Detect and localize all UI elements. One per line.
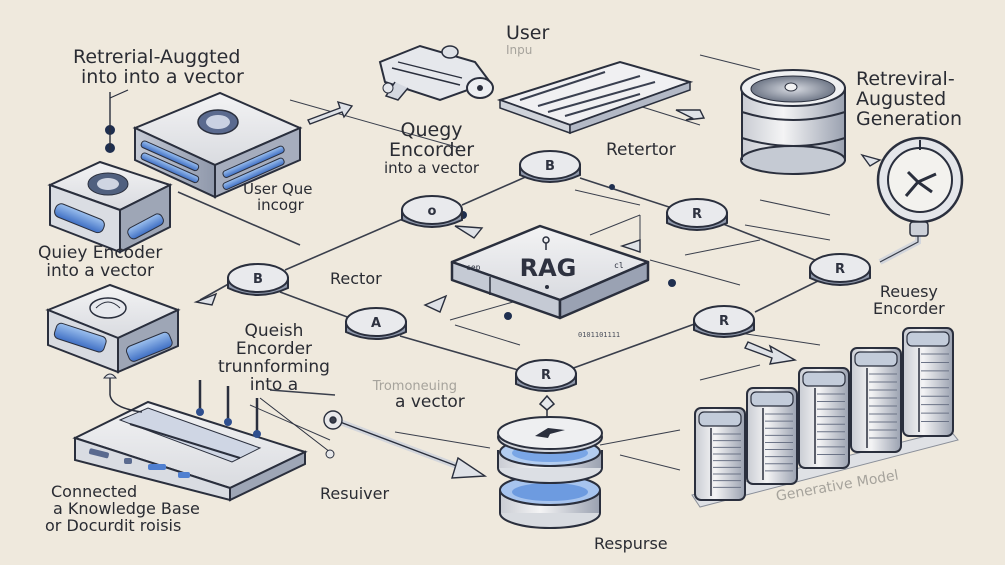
binary-strip: 0101101111 xyxy=(578,331,620,339)
label-reuesy-encoder: Reuesy Encorder xyxy=(873,282,945,318)
label-user-query-encoder: User Que incogr xyxy=(243,180,313,214)
edge-input-rag xyxy=(289,99,461,149)
node-lower-left: A xyxy=(345,307,407,340)
node-bottom: R xyxy=(515,359,577,392)
label-response: Respurse xyxy=(594,534,668,553)
node-upper-left: o xyxy=(401,195,463,228)
node-letter: A xyxy=(371,316,381,331)
connector-lines xyxy=(177,54,921,471)
magnifier xyxy=(876,136,964,237)
edge-encoder-node-left xyxy=(199,281,233,301)
query-encoder-server xyxy=(132,91,303,199)
user-query-cube xyxy=(47,160,173,254)
edge-node-left-upper-left xyxy=(284,217,406,271)
edge-cube-node-top xyxy=(177,191,301,246)
arrow-left-icon xyxy=(675,109,706,121)
node-letter: B xyxy=(545,159,555,174)
edge-top-right-upper xyxy=(579,177,673,209)
label-retertor: Retertor xyxy=(606,140,676,160)
node-right: R xyxy=(809,253,871,286)
label-knowledge-base: Connected a Knowledge Base or Docurdit r… xyxy=(45,482,200,535)
label-rector: Rector xyxy=(330,269,382,288)
node-left: B xyxy=(227,263,289,296)
label-retrieval-augmented-generation: Retreviral- Augusted Generation xyxy=(856,68,962,130)
rag-label: RAG xyxy=(520,254,577,282)
edge-upper-left-top xyxy=(461,174,531,206)
node-letter: o xyxy=(428,204,437,219)
arrow-down-right-icon xyxy=(744,341,798,365)
edge-lower-right-right xyxy=(754,279,821,313)
node-letter: R xyxy=(835,262,845,277)
edge-lower-left-bottom xyxy=(399,335,526,373)
encoder-cube xyxy=(45,283,181,374)
arrow-left-small-icon xyxy=(193,292,218,306)
vector-store xyxy=(497,394,603,529)
edge-device-retriever xyxy=(269,389,336,396)
arrow-head-resuiver-icon xyxy=(451,456,488,479)
arrow-left-icon-2 xyxy=(619,239,641,253)
server-tower xyxy=(902,327,954,437)
edge-bottom-lower-right xyxy=(567,321,701,371)
arrow-magnifier-icon xyxy=(860,153,882,167)
node-lower-right: R xyxy=(693,305,755,338)
node-right-upper: R xyxy=(666,198,728,231)
label-query-encoder-top: Quegy Encorder into a vector xyxy=(384,119,480,177)
arrow-right-icon xyxy=(307,100,354,125)
server-tower xyxy=(746,387,798,485)
edge-right-upper-right xyxy=(717,221,821,263)
input-device xyxy=(378,44,494,102)
node-letter: R xyxy=(719,314,729,329)
label-transforming-vector: Tromoneuing a vector xyxy=(372,379,465,412)
arrow-up-left-icon xyxy=(423,294,448,313)
retriever-database xyxy=(740,69,846,175)
edge-left-lower-left xyxy=(279,291,351,319)
label-query-encoder-left: Quiey Encoder into a vector xyxy=(38,243,163,281)
input-document xyxy=(496,60,694,135)
label-user-input: User Inpu xyxy=(506,22,550,57)
knowledge-base-device xyxy=(72,373,335,502)
node-letter: B xyxy=(253,272,263,287)
node-letter: R xyxy=(692,207,702,222)
label-resuiver: Resuiver xyxy=(320,484,390,503)
svg-text:cep: cep xyxy=(466,263,481,272)
compass-needle-icon xyxy=(904,170,937,197)
node-letter: R xyxy=(541,368,551,383)
label-queish-encoder: Queish Encorder trunnforming into a xyxy=(218,321,330,395)
server-tower xyxy=(850,347,902,453)
svg-text:cl: cl xyxy=(614,261,624,270)
label-retrieval-augmented-top-left: Retrerial-Auggted into into a vector xyxy=(73,46,244,88)
lid-glyph-icon xyxy=(535,428,565,438)
server-tower xyxy=(694,407,746,501)
arrow-right-small-icon xyxy=(454,225,484,239)
server-tower xyxy=(798,367,850,469)
generative-model-servers xyxy=(691,327,959,508)
arrows xyxy=(193,100,882,479)
fan-icon xyxy=(89,297,127,319)
node-top: B xyxy=(519,150,581,183)
rag-central-box: RAG cep cl 0101101111 xyxy=(450,224,650,339)
